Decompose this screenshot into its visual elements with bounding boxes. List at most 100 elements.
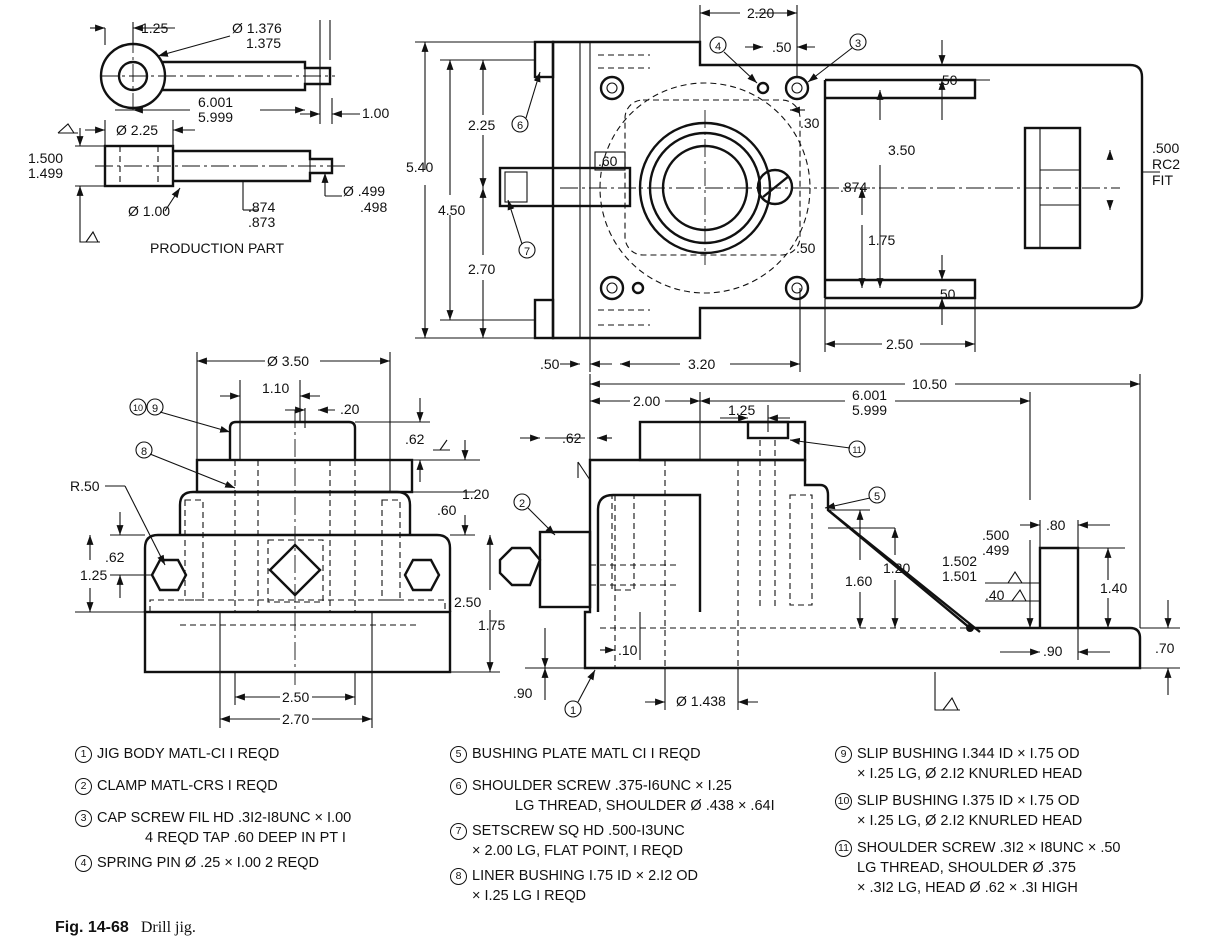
bom-item-text-2: LG THREAD, SHOULDER Ø .375 [857, 860, 1076, 876]
top-view: 2.20 .50 .50 5.40 4.50 2.25 2.70 .60 .30… [406, 5, 1180, 372]
dim-5-999-side: 5.999 [852, 402, 887, 418]
dim-dia-3-50: Ø 3.50 [267, 353, 309, 369]
dim-62-front-b: .62 [105, 549, 125, 565]
dim-50-d: .50 [936, 286, 956, 302]
bom-item-text: LINER BUSHING I.75 ID × 2.I2 OD [472, 868, 699, 884]
dim-2-25: 2.25 [468, 117, 495, 133]
dim-60-front: .60 [437, 502, 457, 518]
dim-90-side: .90 [1043, 643, 1063, 659]
dim-dia-499: Ø .499 [343, 183, 385, 199]
dim-499-side: .499 [982, 542, 1009, 558]
dim-2-50-front-h: 2.50 [282, 689, 309, 705]
bom-item-text-3: × .3I2 LG, HEAD Ø .62 × .3I HIGH [857, 880, 1078, 896]
dim-873: .873 [248, 214, 275, 230]
dim-1-500: 1.500 [28, 150, 63, 166]
dim-1-75-front: 1.75 [478, 617, 505, 633]
callout-7: 7 [507, 199, 536, 259]
callout-8: 8 [135, 441, 236, 489]
bom-item-text: SPRING PIN Ø .25 × I.00 2 REQD [97, 855, 320, 871]
bom-item-number: 4 [75, 855, 92, 872]
dim-1-10: 1.10 [262, 380, 289, 396]
svg-text:6: 6 [517, 120, 523, 132]
bom-item-number: 11 [835, 840, 852, 857]
dim-1-75-top: 1.75 [868, 232, 895, 248]
dim-50-b: .50 [938, 72, 958, 88]
svg-text:10: 10 [133, 403, 143, 413]
dim-1-25-side: 1.25 [728, 402, 755, 418]
bom-item-11: 11 SHOULDER SCREW .3I2 × I8UNC × .50 LG T… [835, 838, 1121, 898]
svg-text:5: 5 [874, 491, 880, 503]
bom-item-text-2: 4 REQD TAP .60 DEEP IN PT I [145, 830, 346, 846]
bom-item-number: 5 [450, 746, 467, 763]
dim-2-70-front: 2.70 [282, 711, 309, 727]
dim-1-25: 1.25 [141, 20, 168, 36]
dim-1-502: 1.502 [942, 553, 977, 569]
dim-50-a: .50 [772, 39, 792, 55]
radius-50: R.50 [70, 478, 100, 494]
bom-item-number: 8 [450, 868, 467, 885]
svg-text:8: 8 [141, 446, 147, 458]
dim-874: .874 [248, 199, 275, 215]
dim-20-front: .20 [340, 401, 360, 417]
svg-text:2: 2 [519, 498, 525, 510]
dim-4-50: 4.50 [438, 202, 465, 218]
dim-60: .60 [598, 153, 618, 169]
dim-1-25-front: 1.25 [80, 567, 107, 583]
callout-5: 5 [824, 486, 886, 510]
bom-item-text-2: × I.25 LG, Ø 2.I2 KNURLED HEAD [857, 766, 1083, 782]
dim-dia-1-438: Ø 1.438 [676, 693, 726, 709]
production-part-label: PRODUCTION PART [150, 240, 284, 256]
bom-item-number: 9 [835, 746, 852, 763]
dim-3-20: 3.20 [688, 356, 715, 372]
dim-1-20-side: 1.20 [883, 560, 910, 576]
bom-item-text-2: × I.25 LG, Ø 2.I2 KNURLED HEAD [857, 813, 1083, 829]
svg-text:11: 11 [852, 445, 861, 455]
figure-title: Drill jig. [140, 919, 196, 936]
side-view: 10.50 2.00 6.001 5.999 1.25 .62 .80 1.40 [498, 374, 1180, 711]
dim-1-499: 1.499 [28, 165, 63, 181]
production-part-view: 1.25 Ø 1.376 1.375 6.001 5.999 1.00 Ø 2.… [28, 20, 389, 256]
dim-1-00-top: 1.00 [362, 105, 389, 121]
bom-item-text-2: LG THREAD, SHOULDER Ø .438 × .64I [515, 798, 775, 814]
callout-11: 11 [789, 437, 866, 458]
bom-item-4: 4 SPRING PIN Ø .25 × I.00 2 REQD [75, 853, 319, 873]
callout-2: 2 [513, 493, 556, 536]
dim-6-001-side: 6.001 [852, 387, 887, 403]
dim-dia-1-376: Ø 1.376 [232, 20, 282, 36]
dim-50-e: .50 [540, 356, 560, 372]
dim-3-50: 3.50 [888, 142, 915, 158]
bom-item-number: 2 [75, 778, 92, 795]
dim-6-001: 6.001 [198, 94, 233, 110]
callout-6: 6 [511, 71, 541, 133]
dim-90-side-b: .90 [513, 685, 533, 701]
dim-1-501: 1.501 [942, 568, 977, 584]
svg-text:4: 4 [715, 41, 721, 53]
dim-2-20: 2.20 [747, 5, 774, 21]
bom-item-number: 10 [835, 793, 852, 810]
bom-item-number: 3 [75, 810, 92, 827]
dim-10-side: .10 [618, 642, 638, 658]
fit-label: FIT [1152, 172, 1173, 188]
bom-item-text: SHOULDER SCREW .375-I6UNC × I.25 [472, 778, 732, 794]
callout-1: 1 [564, 669, 596, 718]
bom-item-number: 1 [75, 746, 92, 763]
dim-500-side: .500 [982, 527, 1009, 543]
bom-item-text: SETSCREW SQ HD .500-I3UNC [472, 823, 685, 839]
bom-item-text: SHOULDER SCREW .3I2 × I8UNC × .50 [857, 840, 1121, 856]
fit-500: .500 [1152, 140, 1179, 156]
dim-1-60: 1.60 [845, 573, 872, 589]
dim-2-50-front-v: 2.50 [454, 594, 481, 610]
svg-text:9: 9 [152, 403, 158, 415]
bom-item-text-2: × 2.00 LG, FLAT POINT, I REQD [472, 843, 683, 859]
bom-item-text: JIG BODY MATL-CI I REQD [97, 746, 280, 762]
dim-874-top: .874 [840, 179, 867, 195]
front-view: Ø 3.50 1.10 .20 .62 1.20 .60 R.50 .62 [70, 352, 505, 728]
dim-dia-2-25: Ø 2.25 [116, 122, 158, 138]
